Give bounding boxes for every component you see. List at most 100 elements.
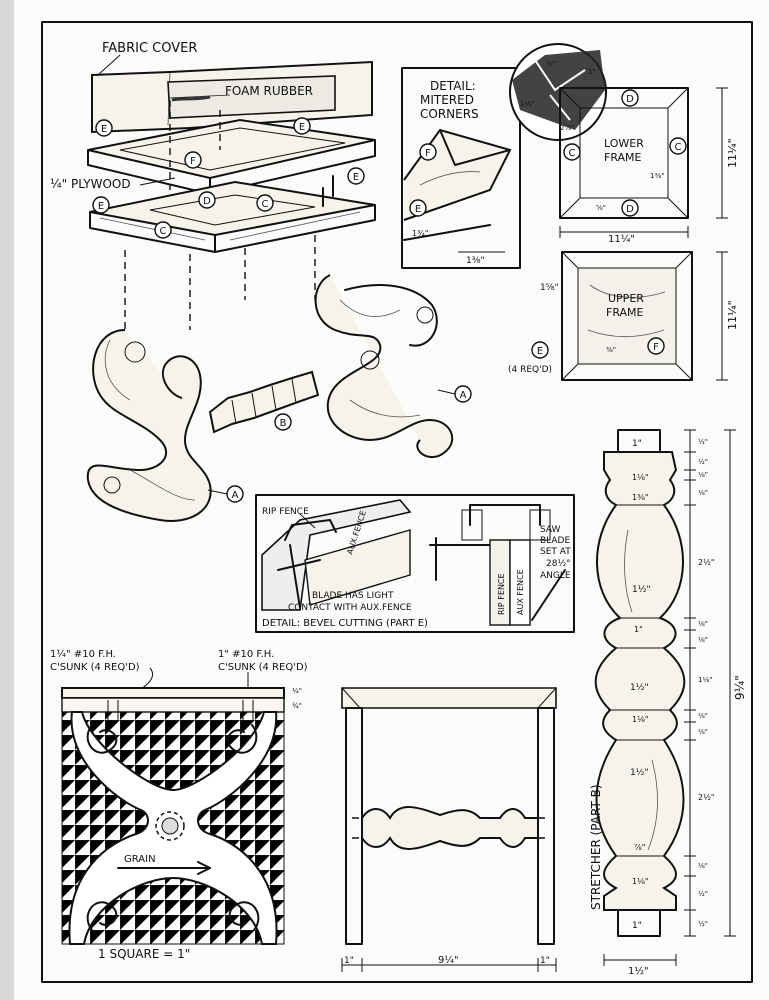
- lower-frame-label-1: LOWER: [604, 137, 644, 150]
- lower-frame-dim-b: ⅝": [596, 204, 606, 212]
- stretcher-dim-r5: ⅛": [698, 620, 708, 628]
- front-view: 1" 9¼" 1": [341, 687, 557, 972]
- foam-rubber-label: FOAM RUBBER: [225, 84, 313, 98]
- svg-text:F: F: [653, 342, 659, 353]
- svg-text:E: E: [415, 204, 421, 215]
- lower-callout-d-2: D: [621, 199, 639, 217]
- stretcher-label: STRETCHER (PART B): [589, 784, 603, 910]
- svg-text:C: C: [675, 142, 682, 153]
- stretcher-dim-r13: ½": [698, 920, 708, 928]
- stretcher-dim-r9: ⅛": [698, 728, 708, 736]
- callout-a-2: A: [226, 485, 244, 503]
- stretcher-dim-r4: 2½": [698, 558, 715, 567]
- blade-note-2: CONTACT WITH AUX.FENCE: [288, 603, 412, 613]
- exploded-stretcher: [208, 370, 320, 434]
- stretcher-dim-c8: 1⅛": [632, 877, 649, 886]
- mitered-corners-detail: DETAIL: MITERED CORNERS F E 1¾" 1⅜": [401, 67, 521, 269]
- mitered-title-3: CORNERS: [420, 107, 479, 121]
- bevel-detail-frame: [255, 494, 575, 633]
- inset-dim-b: 1": [588, 68, 596, 76]
- svg-text:E: E: [537, 346, 543, 357]
- lower-callout-c-1: C: [563, 143, 581, 161]
- lower-callout-c-2: C: [669, 137, 687, 155]
- upper-frame-dim-left: 1⅝": [540, 283, 559, 293]
- stretcher-dim-r12: ½": [698, 890, 708, 898]
- callout-e-1: E: [95, 119, 113, 137]
- screw-a-line-2: C'SUNK (4 REQ'D): [50, 662, 140, 673]
- stretcher-dim-c0: 1⅛": [632, 473, 649, 482]
- stretcher-bottom-tenon: 1": [632, 921, 642, 931]
- callout-a-1: A: [454, 385, 472, 403]
- callout-e-4: E: [92, 196, 110, 214]
- scale-note: 1 SQUARE = 1": [98, 947, 190, 961]
- side-view-pattern: 1¼" #10 F.H. C'SUNK (4 REQ'D) 1" #10 F.H…: [50, 648, 308, 961]
- fabric-cover-label: FABRIC COVER: [102, 41, 197, 56]
- stretcher-dim-c7: ⅞": [634, 843, 645, 852]
- right-leg: [314, 274, 454, 459]
- binding-shadow: [0, 0, 14, 1000]
- callout-d: D: [198, 191, 216, 209]
- svg-text:E: E: [353, 172, 359, 183]
- svg-text:F: F: [190, 156, 196, 167]
- svg-text:D: D: [626, 204, 634, 215]
- screw-b-line-2: C'SUNK (4 REQ'D): [218, 662, 308, 673]
- exploded-view: FABRIC COVER FOAM RUBBER ¼" PLYWOOD E E …: [50, 41, 376, 330]
- inset-dim-c: 1⅛": [520, 100, 534, 108]
- upper-callout-f: F: [647, 337, 665, 355]
- rip-fence-label: RIP FENCE: [262, 507, 309, 517]
- page-border: [41, 21, 753, 983]
- stretcher-top-tenon: 1": [632, 439, 642, 449]
- callout-c-1: C: [256, 194, 274, 212]
- stretcher-dim-r10: 2½": [698, 793, 715, 802]
- upper-frame-label-1: UPPER: [608, 292, 644, 305]
- svg-text:F: F: [425, 148, 431, 159]
- screw-a-line-1: 1¼" #10 F.H.: [50, 648, 116, 660]
- stretcher-dim-c3: 1": [634, 625, 643, 634]
- stretcher-dim-r7: 1⅛": [698, 676, 712, 684]
- screw-b-line-1: 1" #10 F.H.: [218, 649, 274, 660]
- front-dim-left: 1": [344, 956, 354, 966]
- lower-frame-height: 11¼": [726, 138, 739, 168]
- saw-note-4: 28½°: [546, 559, 571, 569]
- mitered-callout-f: F: [419, 143, 437, 161]
- stretcher-dim-r2: ⅛": [698, 471, 708, 479]
- stretcher-dim-c2: 1½": [632, 585, 651, 595]
- inset-dim-d: 2⁷⁄₈": [560, 124, 574, 132]
- plywood-label: ¼" PLYWOOD: [50, 177, 131, 191]
- stretcher-detail: 1" 1" 1⅛" 1⅜" 1½" 1" 1½" 1⅛" 1½" ⅞" 1⅛" …: [589, 429, 747, 977]
- bevel-caption: DETAIL: BEVEL CUTTING (PART E): [262, 618, 428, 629]
- lower-callout-d-1: D: [621, 89, 639, 107]
- upper-callout-e: E: [531, 341, 549, 359]
- bevel-cutting-detail: RIP FENCE AUX.FENCE BLADE HAS LIGHT CONT…: [255, 494, 575, 633]
- stretcher-dim-r6: ⅛": [698, 636, 708, 644]
- legs-assembly: A A B: [86, 274, 472, 522]
- stretcher-dim-r3: ⅛": [698, 489, 708, 497]
- svg-text:D: D: [626, 94, 634, 105]
- stretcher-dim-r8: ⅛": [698, 712, 708, 720]
- callout-e-2: E: [293, 117, 311, 135]
- svg-text:D: D: [203, 196, 211, 207]
- saw-note-1: SAW: [540, 525, 561, 535]
- callout-c-2: C: [154, 221, 172, 239]
- stretcher-dim-r11: ⅛": [698, 862, 708, 870]
- mitered-dim-a: 1¾": [412, 229, 429, 238]
- front-dim-center: 9¼": [438, 954, 459, 966]
- lower-frame-width: 11¼": [608, 233, 635, 245]
- svg-text:C: C: [160, 226, 167, 237]
- stretcher-profile: [594, 451, 686, 911]
- stretcher-dim-r1: ½": [698, 458, 708, 466]
- lower-frame-label-2: FRAME: [604, 151, 642, 164]
- callout-e-3: E: [347, 167, 365, 185]
- mitered-dim-b: 1⅜": [466, 256, 485, 266]
- upper-frame-note: (4 REQ'D): [508, 365, 552, 375]
- mitered-callout-e: E: [409, 199, 427, 217]
- stretcher-dim-c1: 1⅜": [632, 493, 649, 502]
- blade-note-1: BLADE HAS LIGHT: [312, 591, 394, 601]
- front-stretcher: [361, 806, 539, 850]
- svg-text:A: A: [460, 390, 467, 401]
- upper-frame-plan: UPPER FRAME E F (4 REQ'D) 1⅝" ⅜" 11¼": [508, 251, 739, 381]
- svg-text:E: E: [101, 124, 107, 135]
- lower-frame-dim-a: 1⅜": [650, 172, 664, 180]
